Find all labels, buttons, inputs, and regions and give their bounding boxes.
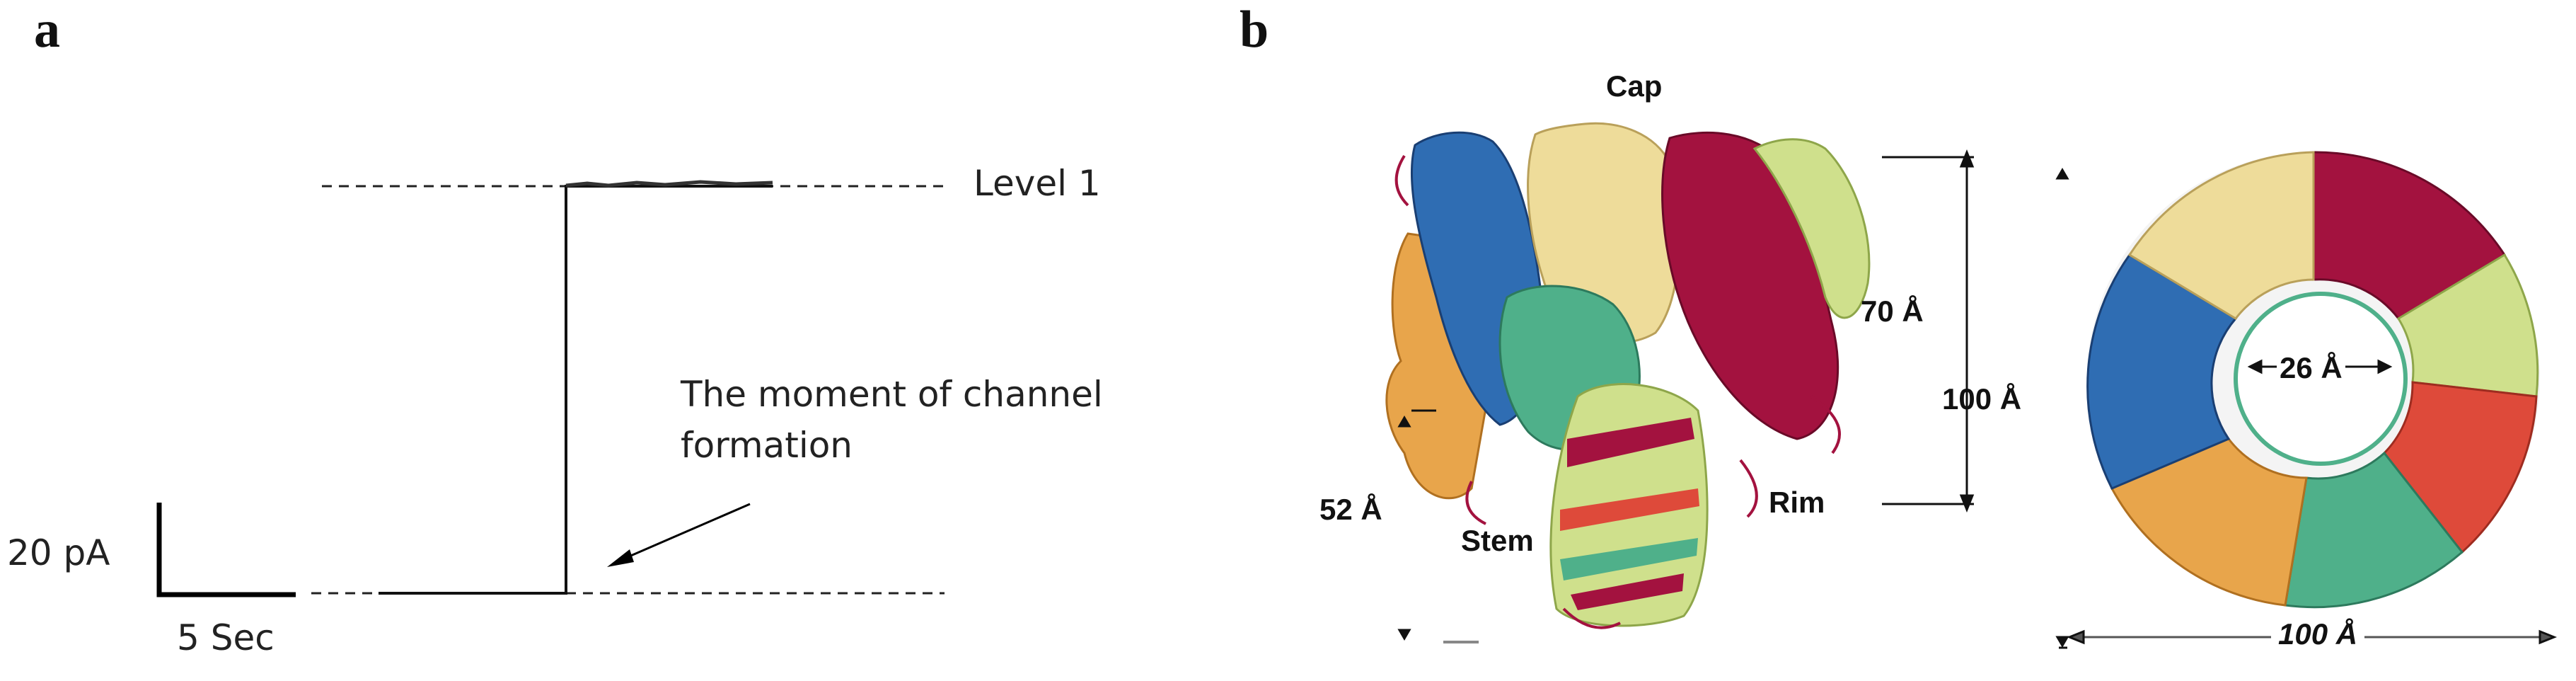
dim-100-width-label: 100 Å xyxy=(2271,617,2365,651)
lime-domain-right xyxy=(1752,138,1871,319)
dim-26-label: 26 Å xyxy=(2277,351,2345,385)
stem-strand-red-1 xyxy=(1567,418,1694,467)
ring-coral xyxy=(2383,381,2538,554)
ring-orange xyxy=(2110,437,2308,607)
annotation-line-2: formation xyxy=(681,425,853,466)
stem-strand-red-3 xyxy=(1571,573,1684,610)
ring-blue xyxy=(2086,253,2238,490)
ring-red xyxy=(2312,151,2507,320)
side-view-structure xyxy=(1385,122,1871,629)
side-view-dimensions xyxy=(1397,149,2069,649)
ring-teal xyxy=(2284,451,2464,609)
cap-label: Cap xyxy=(1606,69,1663,103)
rim-label: Rim xyxy=(1769,486,1825,519)
annotation-arrow-head xyxy=(607,549,634,567)
scale-bar xyxy=(156,503,296,597)
dim-52-label: 52 Å xyxy=(1319,493,1382,526)
scale-time-label: 5 Sec xyxy=(177,617,275,658)
stem-label: Stem xyxy=(1461,524,1534,557)
level-1-label: Level 1 xyxy=(974,163,1101,204)
panel-a-letter: a xyxy=(34,1,60,59)
scale-current-label: 20 pA xyxy=(7,532,110,573)
level-1-noise xyxy=(565,180,773,188)
annotation-line-1: The moment of channel xyxy=(681,374,1103,415)
dim-70-label: 70 Å xyxy=(1861,294,1924,328)
loops-outline xyxy=(1394,154,1841,629)
dim-100-height-label: 100 Å xyxy=(1942,382,2022,416)
ring-yellow xyxy=(2127,151,2315,320)
stem-strand-red-2 xyxy=(1560,488,1699,531)
annotation-arrow xyxy=(622,503,751,561)
panel-b-letter: b xyxy=(1240,1,1269,59)
stem-strand-teal xyxy=(1560,538,1698,580)
